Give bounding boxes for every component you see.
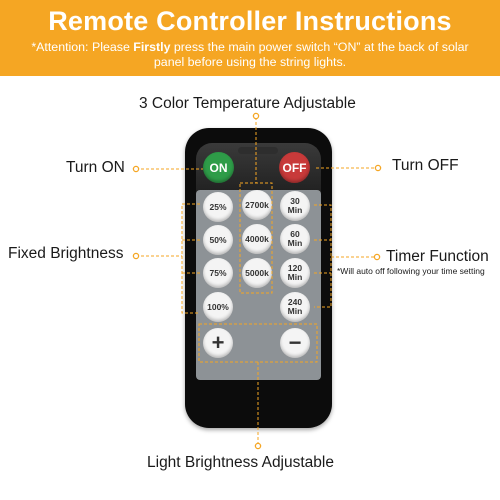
- attention-note-emphasis: Firstly: [133, 40, 171, 54]
- color-temperature-label: 3 Color Temperature Adjustable: [139, 95, 356, 112]
- timer-30-button[interactable]: 30 Min: [280, 191, 310, 221]
- off-button[interactable]: OFF: [279, 152, 310, 183]
- callout-dot-timer: [373, 253, 381, 261]
- callout-dot-brightness: [132, 252, 140, 260]
- color-2700k-button[interactable]: 2700k: [242, 190, 272, 220]
- attention-note-suffix: press the main power switch “ON” at the …: [153, 40, 469, 69]
- callout-bracket-color-temp: [239, 182, 273, 294]
- callout-bracket-brightness: [181, 203, 200, 314]
- light-brightness-label: Light Brightness Adjustable: [147, 454, 334, 471]
- timer-note: *Will auto off following your time setti…: [337, 266, 485, 276]
- attention-note-prefix: *Attention: Please: [31, 40, 134, 54]
- callout-box-adjust: [198, 323, 318, 363]
- brightness-75-button[interactable]: 75%: [203, 258, 233, 288]
- turn-on-label: Turn ON: [66, 159, 125, 176]
- attention-note: *Attention: Please Firstly press the mai…: [22, 40, 478, 70]
- header-banner: Remote Controller Instructions *Attentio…: [0, 0, 500, 76]
- page-title: Remote Controller Instructions: [48, 6, 452, 36]
- callout-dot-adjust: [254, 442, 262, 450]
- timer-60-button[interactable]: 60 Min: [280, 224, 310, 254]
- turn-off-label: Turn OFF: [392, 157, 459, 174]
- timer-240-button[interactable]: 240 Min: [280, 292, 310, 322]
- fixed-brightness-label: Fixed Brightness: [8, 245, 124, 262]
- callout-bracket-timer: [314, 204, 332, 308]
- callout-dot-turn-off: [374, 164, 382, 172]
- brightness-25-button[interactable]: 25%: [203, 192, 233, 222]
- color-4000k-button[interactable]: 4000k: [242, 224, 272, 254]
- timer-120-button[interactable]: 120 Min: [280, 258, 310, 288]
- ir-window: [238, 147, 278, 154]
- color-5000k-button[interactable]: 5000k: [242, 258, 272, 288]
- timer-function-label: Timer Function: [386, 248, 489, 265]
- brightness-100-button[interactable]: 100%: [203, 292, 233, 322]
- callout-dot-turn-on: [132, 165, 140, 173]
- brightness-plus-button[interactable]: +: [203, 328, 233, 358]
- on-button[interactable]: ON: [203, 152, 234, 183]
- brightness-50-button[interactable]: 50%: [203, 225, 233, 255]
- brightness-minus-button[interactable]: −: [280, 328, 310, 358]
- callout-dot-color-temp: [252, 112, 260, 120]
